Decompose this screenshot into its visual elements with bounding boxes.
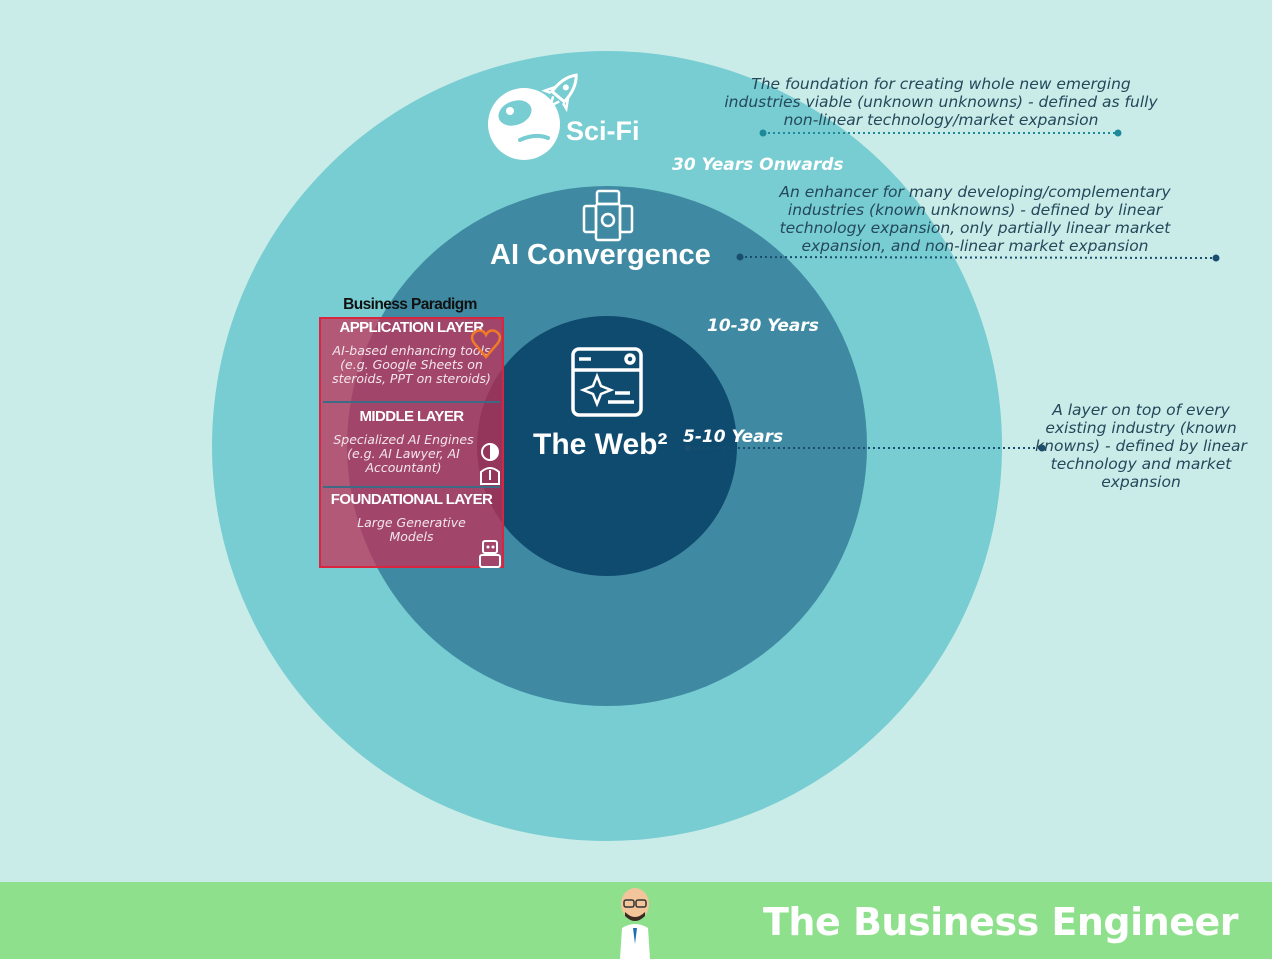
sci-fi-face-icon — [488, 88, 560, 160]
application-layer-description: AI-based enhancing tools (e.g. Google Sh… — [332, 343, 491, 386]
inner-ring — [477, 316, 737, 576]
middle-layer-description: Specialized AI Engines (e.g. AI Lawyer, … — [333, 432, 474, 475]
foundational-layer: FOUNDATIONAL LAYER Large Generative Mode… — [321, 491, 502, 544]
middle-ring-years: 10-30 Years — [707, 316, 819, 336]
rocket-icon — [541, 73, 578, 113]
web-window-icon — [571, 347, 643, 417]
heart-tools-icon — [470, 329, 502, 359]
outer-ring-years: 30 Years Onwards — [672, 155, 844, 175]
application-layer-name: APPLICATION LAYER — [339, 319, 485, 336]
inner-ring-years: 5-10 Years — [683, 427, 784, 447]
foundational-layer-name: FOUNDATIONAL LAYER — [330, 491, 493, 508]
layer-divider — [323, 401, 500, 403]
layer-divider — [323, 486, 500, 488]
business-paradigm-title: Business Paradigm — [343, 296, 477, 313]
leader-line-inner — [684, 444, 1046, 452]
leader-line-middle — [736, 253, 1220, 262]
outer-ring-description: The foundation for creating whole new em… — [724, 75, 1158, 129]
middle-layer-name: MIDDLE LAYER — [359, 408, 465, 425]
inner-ring-description: A layer on top of every existing industr… — [1035, 401, 1247, 491]
small-robot-icon — [479, 540, 501, 568]
application-layer: APPLICATION LAYER AI-based enhancing too… — [321, 319, 502, 386]
brand-title: The Business Engineer — [762, 900, 1239, 944]
middle-ring-description: An enhancer for many developing/compleme… — [779, 183, 1171, 255]
robot-icon — [582, 189, 634, 242]
middle-layer: MIDDLE LAYER Specialized AI Engines (e.g… — [321, 408, 502, 475]
web-title: The Web² — [533, 428, 668, 461]
lawyer-icon — [480, 443, 500, 485]
footer-bar: The Business Engineer — [0, 882, 1272, 959]
leader-line-outer — [759, 129, 1122, 137]
mascot-avatar — [620, 888, 650, 959]
foundational-layer-description: Large Generative Models — [357, 515, 466, 544]
sci-fi-title: Sci-Fi — [566, 116, 640, 146]
business-paradigm-panel: APPLICATION LAYER AI-based enhancing too… — [319, 317, 504, 568]
ai-convergence-title: AI Convergence — [490, 239, 711, 271]
